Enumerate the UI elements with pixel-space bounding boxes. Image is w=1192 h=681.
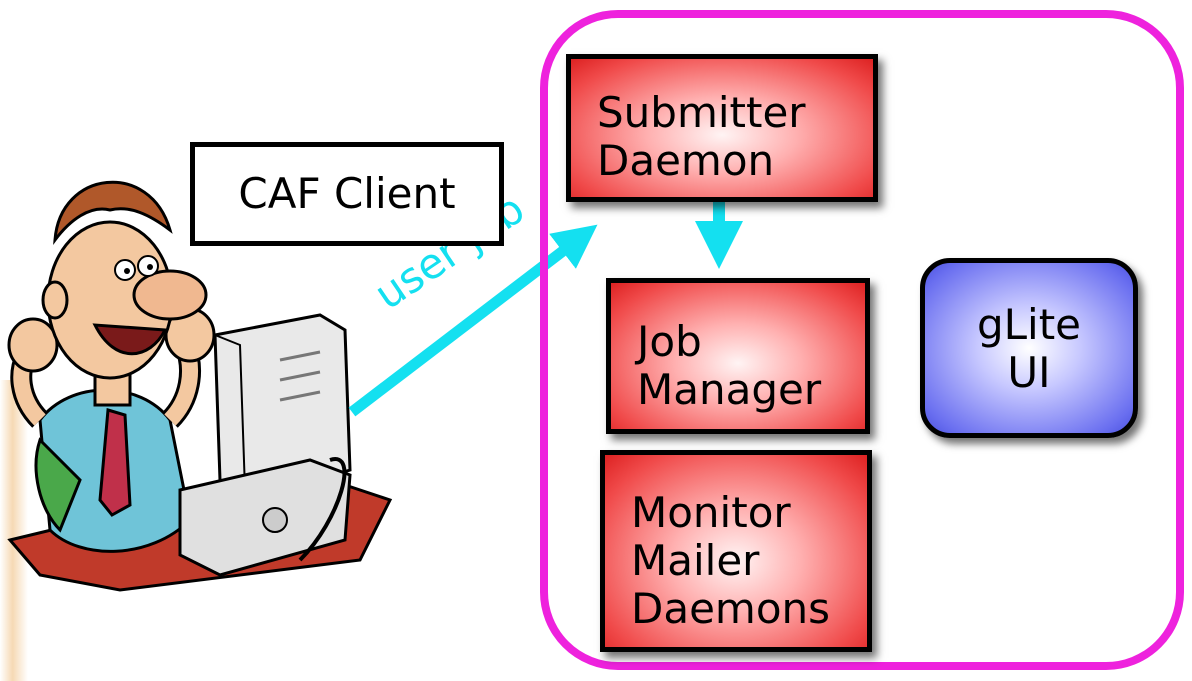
node-label-line: Mailer: [631, 536, 760, 585]
job-manager-node: Job Manager: [606, 278, 870, 434]
server-container: [540, 10, 1184, 670]
cartoon-user-at-computer-icon: [7, 180, 393, 592]
node-label-line: Monitor: [631, 488, 791, 537]
node-label-line: UI: [1007, 348, 1051, 397]
caf-client-box: CAF Client: [190, 142, 504, 246]
decorative-edge-strip: [0, 380, 28, 681]
glite-ui-node: gLite UI: [920, 258, 1138, 438]
node-label-line: Daemons: [631, 584, 831, 633]
node-label-line: Manager: [637, 365, 822, 414]
node-label-line: gLite: [976, 300, 1082, 349]
monitor-mailer-daemons-node: Monitor Mailer Daemons: [600, 450, 872, 652]
node-label-line: Submitter: [597, 88, 806, 137]
submitter-daemon-node: Submitter Daemon: [566, 54, 878, 202]
node-label-line: Daemon: [597, 136, 775, 185]
node-label-line: Job: [637, 317, 702, 366]
